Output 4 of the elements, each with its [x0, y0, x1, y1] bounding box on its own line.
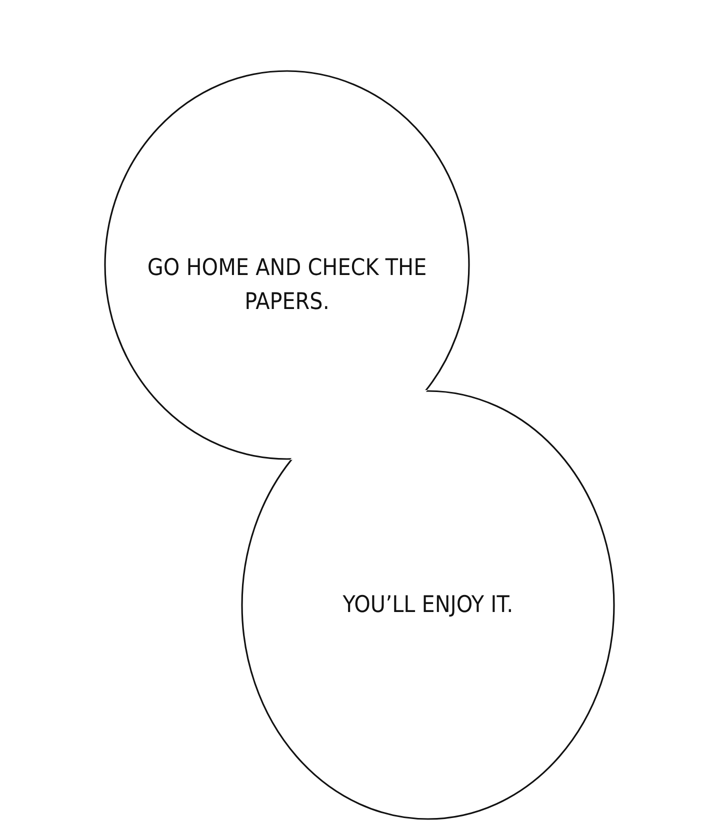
speech-bubble [104, 70, 470, 460]
speech-bubble [241, 390, 615, 820]
dialogue-text: YOU’LL ENJOY IT. [342, 591, 514, 620]
dialogue-text: GO HOME AND CHECK THE PAPERS. [146, 254, 428, 317]
